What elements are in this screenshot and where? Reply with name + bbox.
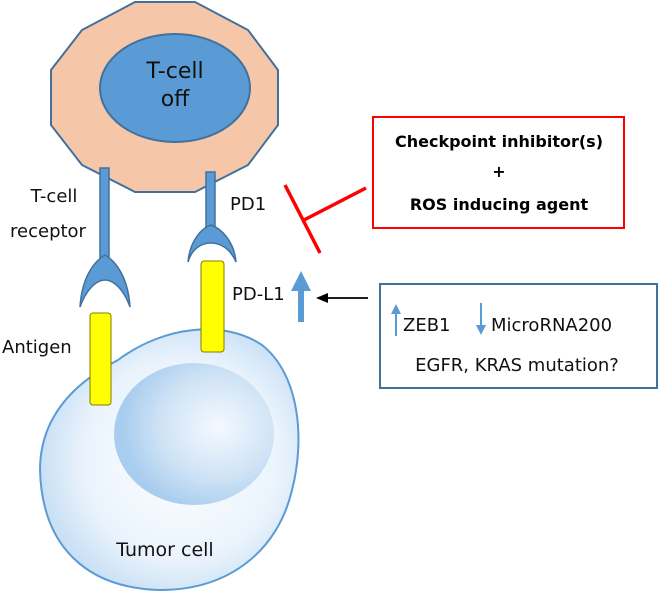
t-cell-nucleus-label-line2: off [161, 87, 190, 112]
therapy-line1: Checkpoint inhibitor(s) [395, 132, 603, 151]
regulators-box [379, 283, 658, 389]
regulators-line2: EGFR, KRAS mutation? [415, 355, 619, 376]
tumor-cell-nucleus [114, 363, 274, 505]
therapy-line3: ROS inducing agent [410, 195, 589, 214]
t-cell-nucleus-label-line1: T-cell [145, 59, 203, 84]
pd1-label: PD1 [230, 194, 266, 215]
antigen-label: Antigen [2, 337, 72, 358]
tumor-cell-label: Tumor cell [115, 539, 213, 561]
pd-l1-upregulation-arrow-icon [291, 271, 311, 322]
t-cell-receptor-stalk [99, 167, 110, 261]
t-cell-receptor-label-line1: T-cell [30, 186, 78, 207]
zeb1-label: ZEB1 [403, 315, 451, 336]
therapy-line2: + [492, 162, 505, 181]
pd1-stalk [205, 171, 216, 229]
microrna-label: MicroRNA200 [491, 315, 612, 336]
inhibition-bar [283, 184, 322, 254]
pd-l1-label: PD-L1 [232, 284, 285, 305]
t-cell-receptor-label-line2: receptor [10, 221, 87, 242]
zeb1-up-arrow-icon [391, 304, 401, 336]
antigen-bar [89, 312, 112, 406]
pd1-cup [187, 224, 237, 263]
therapy-box [372, 116, 625, 229]
microrna-down-arrow-icon [476, 303, 486, 335]
t-cell-nucleus [99, 33, 251, 143]
regulation-arrow-head-icon [316, 293, 328, 303]
t-cell-receptor-cup [79, 254, 131, 308]
pd-l1-bar [200, 260, 225, 353]
inhibition-stem [303, 186, 367, 222]
